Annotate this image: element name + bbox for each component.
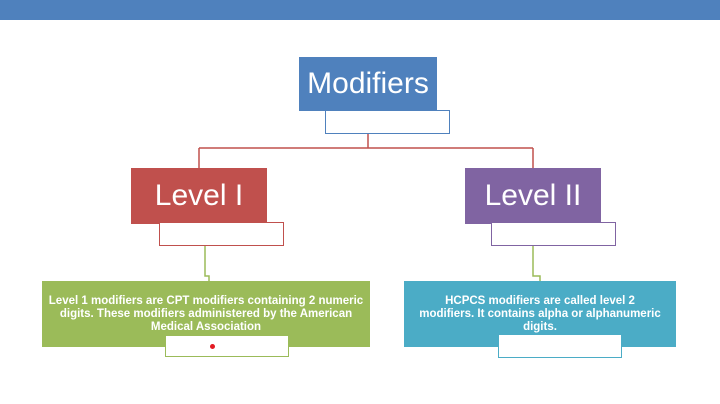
level2-subnode — [491, 222, 616, 246]
level2-label: Level II — [484, 179, 582, 212]
level1-description: Level 1 modifiers are CPT modifiers cont… — [48, 294, 364, 333]
level1-label: Level I — [154, 179, 244, 212]
modifiers-label: Modifiers — [307, 67, 429, 100]
level2-description: HCPCS modifiers are called level 2 modif… — [419, 294, 661, 333]
level1-connector — [204, 246, 210, 281]
level1-subnode — [159, 222, 284, 246]
level1-description-node: Level 1 modifiers are CPT modifiers cont… — [42, 281, 370, 347]
level2-connector — [532, 246, 541, 281]
cursor-dot — [210, 344, 215, 349]
level1-node: Level I — [131, 168, 267, 224]
modifiers-node: Modifiers — [298, 56, 438, 112]
header-bar — [0, 0, 720, 20]
modifiers-subnode — [325, 110, 450, 134]
level2-node: Level II — [465, 168, 601, 224]
level2-description-subnode — [498, 334, 622, 358]
root-connector — [198, 134, 534, 168]
level1-description-subnode — [165, 335, 289, 357]
